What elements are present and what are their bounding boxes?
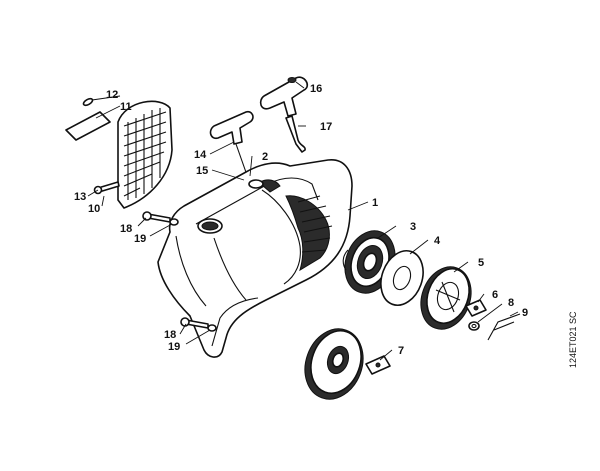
part-5-rope-rotor: [420, 266, 472, 330]
callout-10: 10: [88, 203, 100, 215]
callout-8: 8: [508, 297, 514, 309]
part-14-starter-grip: [209, 110, 254, 179]
part-11-plate: [65, 111, 111, 141]
part-4-washer-plate: [380, 250, 424, 306]
callout-7: 7: [398, 345, 404, 357]
callout-19-lower: 19: [168, 341, 180, 353]
callout-17: 17: [320, 121, 332, 133]
callout-11: 11: [120, 101, 132, 113]
callout-15: 15: [196, 165, 208, 177]
part-12-pin: [82, 97, 94, 107]
callout-1: 1: [372, 197, 378, 209]
callout-14: 14: [194, 149, 207, 161]
fan-rotor-lower: [304, 328, 364, 400]
part-16-starter-grip: [259, 76, 309, 117]
part-1-fan-housing: [157, 159, 353, 358]
part-9-spring-clip: [487, 313, 521, 341]
callout-labels: 12 11 13 10 2 14 15 16 17 1 3 4 5 6 8 9 …: [74, 83, 528, 357]
leader-lines: [87, 81, 519, 361]
callout-12: 12: [106, 89, 118, 101]
part-17-starter-rope: [285, 115, 306, 153]
callout-13: 13: [74, 191, 86, 203]
callout-18-lower: 18: [164, 329, 176, 341]
part-18-bolt-upper: [142, 211, 171, 223]
part-6-pawl: [465, 299, 487, 317]
part-7-pawl: [365, 355, 391, 375]
part-19-washer-lower: [207, 324, 217, 332]
callout-6: 6: [492, 289, 498, 301]
callout-2: 2: [262, 151, 268, 163]
callout-3: 3: [410, 221, 416, 233]
callout-4: 4: [434, 235, 441, 247]
part-8-washer: [468, 321, 480, 331]
drawing-code: 124ET021 SC: [568, 311, 578, 368]
callout-5: 5: [478, 257, 484, 269]
part-19-washer-upper: [169, 218, 179, 226]
part-13-screw: [93, 181, 120, 195]
callout-9: 9: [522, 307, 528, 319]
callout-18-upper: 18: [120, 223, 132, 235]
callout-16: 16: [310, 83, 322, 95]
part-10-grille-cover: [117, 100, 173, 209]
callout-19-upper: 19: [134, 233, 146, 245]
